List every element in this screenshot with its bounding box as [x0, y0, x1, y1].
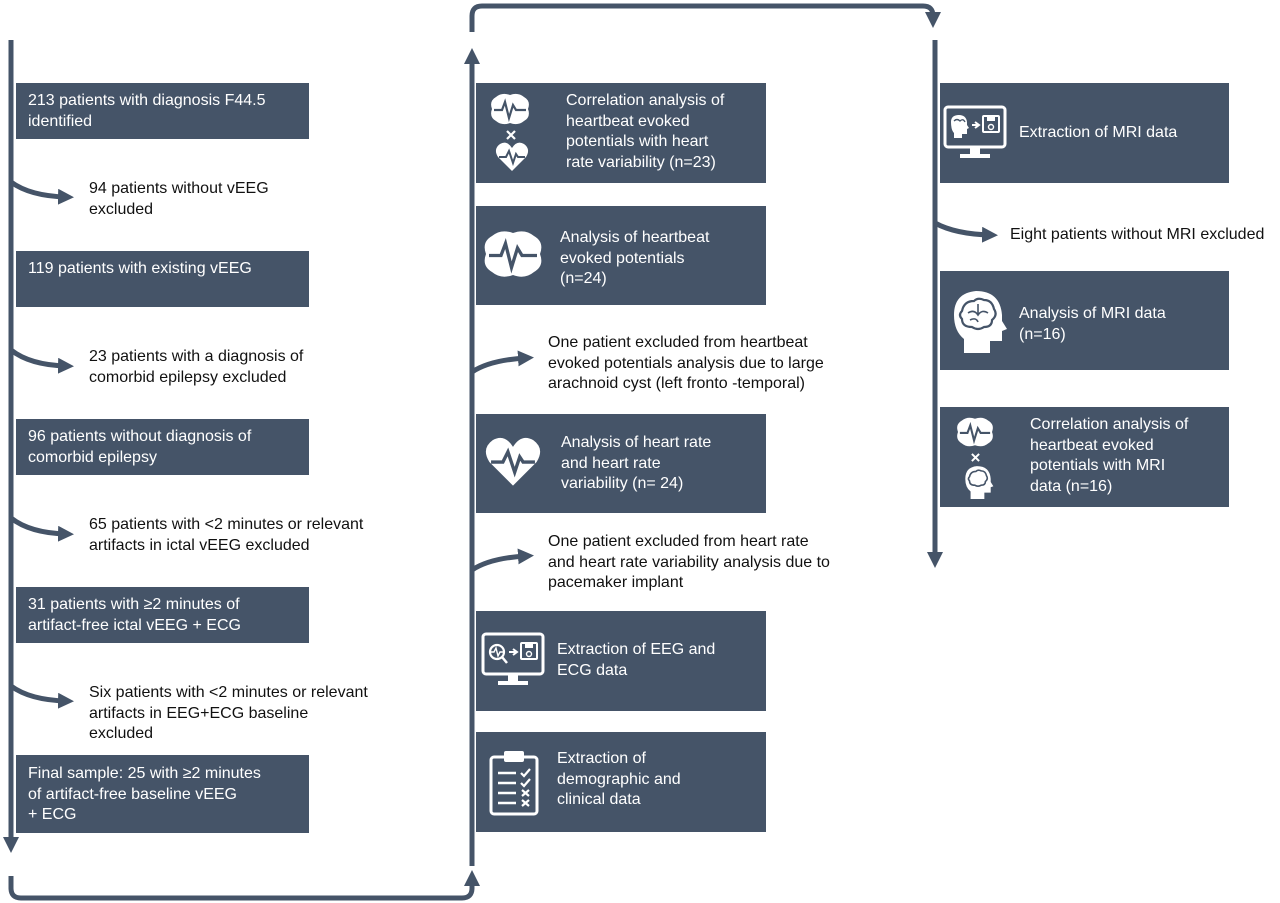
monitor-brain-export-icon — [943, 105, 1007, 158]
brain-wave-icon — [491, 93, 529, 125]
left-box-existing-veeg: 119 patients with existing vEEG — [16, 251, 309, 307]
middle-box-hep-analysis: Analysis of heartbeat evoked potentials … — [476, 206, 766, 305]
brain-wave-icon — [484, 231, 542, 277]
middle-box-hep-hrv-correlation: Correlation analysis of heartbeat evoked… — [476, 83, 766, 183]
left-note-ictal-artifacts: 65 patients with <2 minutes or relevant … — [89, 516, 364, 554]
left-box-final-sample: Final sample: 25 with ≥2 minutes of arti… — [16, 755, 309, 833]
right-branch-arrow-1 — [933, 220, 998, 243]
left-branch-arrow-4 — [9, 683, 74, 709]
right-box-mri-extraction: Extraction of MRI data — [940, 83, 1229, 183]
middle-note-pacemaker: One patient excluded from heart rate and… — [548, 533, 830, 591]
right-note-no-mri: Eight patients without MRI excluded — [1010, 226, 1265, 243]
left-box-identified: 213 patients with diagnosis F44.5 identi… — [16, 83, 309, 139]
monitor-eeg-export-icon — [481, 632, 545, 685]
head-brain-icon — [954, 291, 1007, 353]
left-note-epilepsy: 23 patients with a diagnosis of comorbid… — [89, 348, 304, 386]
middle-branch-arrow-1 — [470, 350, 534, 375]
middle-note-arachnoid-cyst: One patient excluded from heartbeat evok… — [548, 334, 824, 392]
heart-wave-icon — [485, 437, 541, 486]
left-box-ictal-ecg: 31 patients with ≥2 minutes of artifact-… — [16, 587, 309, 643]
times-icon — [971, 453, 980, 462]
bottom-connector — [8, 869, 481, 901]
left-note-no-veeg: 94 patients without vEEG excluded — [89, 180, 269, 218]
middle-box-demographic-extraction: Extraction of demographic and clinical d… — [476, 732, 766, 832]
right-box-mri-analysis: Analysis of MRI data (n=16) — [940, 271, 1229, 370]
head-brain-icon — [965, 466, 994, 499]
left-branch-arrow-1 — [9, 179, 74, 205]
left-box-no-epilepsy: 96 patients without diagnosis of comorbi… — [16, 419, 309, 475]
left-note-baseline-artifacts: Six patients with <2 minutes or relevant… — [89, 684, 368, 742]
brain-wave-icon — [957, 417, 993, 447]
right-box-hep-mri-correlation: Correlation analysis of heartbeat evoked… — [940, 407, 1229, 507]
clipboard-checklist-icon — [489, 751, 539, 816]
left-branch-arrow-3 — [9, 515, 74, 542]
times-icon — [506, 130, 516, 140]
middle-branch-arrow-2 — [470, 548, 534, 573]
left-branch-arrow-2 — [9, 347, 74, 374]
top-connector — [469, 3, 942, 32]
middle-box-eeg-ecg-extraction: Extraction of EEG and ECG data — [476, 611, 766, 711]
heart-wave-icon — [495, 142, 529, 171]
middle-box-hrv-analysis: Analysis of heart rate and heart rate va… — [476, 414, 766, 513]
